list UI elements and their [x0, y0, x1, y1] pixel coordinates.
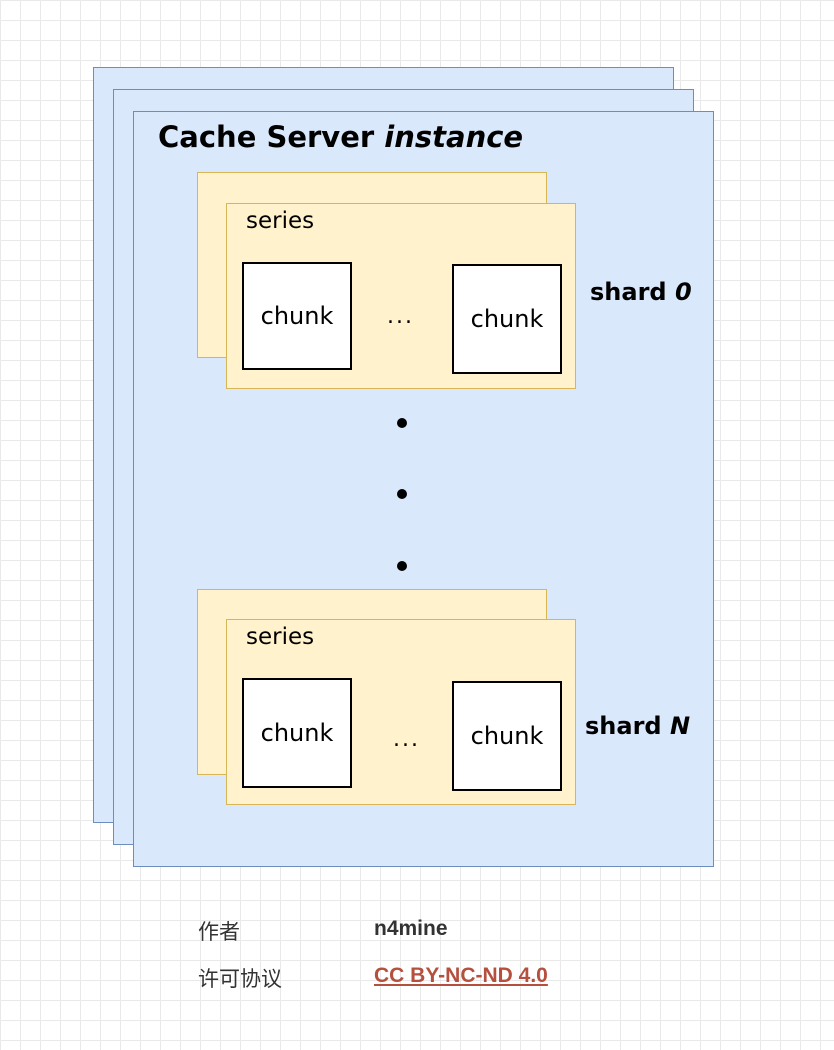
- vertical-dot-1: [397, 418, 407, 428]
- instance-title-main: Cache Server: [158, 120, 375, 154]
- author-label: 作者: [198, 920, 240, 944]
- chunk-box-left-shard-n: chunk: [242, 678, 352, 788]
- chunk-label: chunk: [470, 305, 544, 333]
- chunk-label: chunk: [260, 719, 334, 747]
- chunk-box-right-shard-n: chunk: [452, 681, 562, 791]
- license-link[interactable]: CC BY-NC-ND 4.0: [374, 964, 548, 987]
- series-label-shard-n: series: [246, 624, 315, 650]
- ellipsis-shard-0: ...: [387, 304, 414, 329]
- shard-id: 0: [674, 278, 692, 306]
- shard-label-0: shard 0: [590, 278, 692, 306]
- chunk-box-left-shard-0: chunk: [242, 262, 352, 370]
- chunk-box-right-shard-0: chunk: [452, 264, 562, 374]
- instance-title: Cache Server instance: [158, 120, 523, 154]
- series-label-shard-0: series: [246, 208, 315, 234]
- shard-word: shard: [585, 712, 662, 740]
- author-value: n4mine: [374, 917, 448, 940]
- shard-label-n: shard N: [585, 712, 690, 740]
- vertical-dot-2: [397, 489, 407, 499]
- ellipsis-shard-n: ...: [393, 727, 420, 752]
- vertical-dot-3: [397, 561, 407, 571]
- chunk-label: chunk: [470, 722, 544, 750]
- shard-word: shard: [590, 278, 667, 306]
- instance-title-italic: instance: [384, 120, 524, 154]
- license-label: 许可协议: [198, 967, 282, 991]
- shard-id: N: [669, 712, 691, 740]
- chunk-label: chunk: [260, 302, 334, 330]
